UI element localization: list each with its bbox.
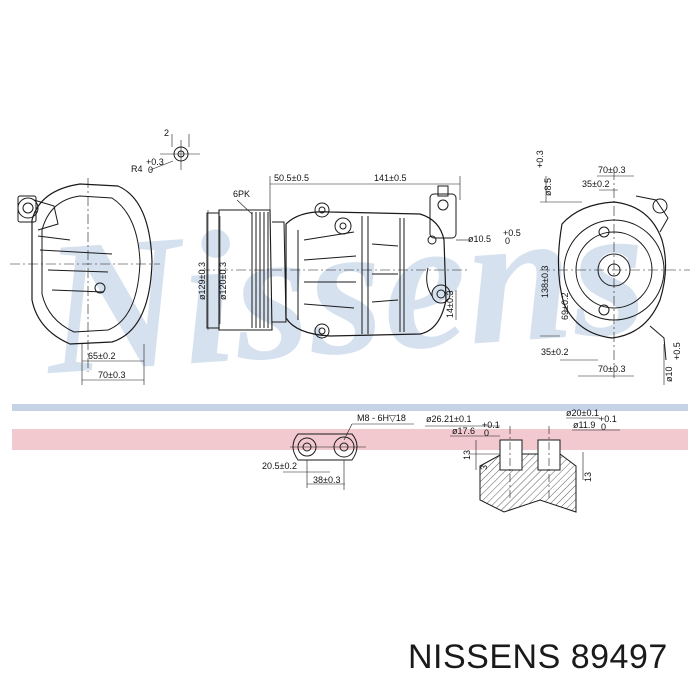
dim-br-3: 3 (479, 465, 489, 470)
dim-br-17-6: ø17.6 (452, 426, 475, 436)
right-side-view (540, 170, 690, 385)
dim-br-13-b: 13 (583, 472, 593, 482)
dim-left-70: 70±0.3 (98, 370, 125, 380)
dim-right-8-5: ø8.5 (543, 178, 553, 196)
dimension-labels: 2 R4 +0.3 0 65±0.2 70±0.3 6PK 50.5±0.5 1… (88, 128, 682, 485)
dim-right-35-bottom: 35±0.2 (541, 347, 568, 357)
dim-br-17-6-tol-dn: 0 (484, 428, 489, 438)
dim-bl-m8: M8 - 6H▽18 (357, 413, 406, 423)
dim-front-120: ø120±0.3 (218, 262, 228, 300)
dim-top-2: 2 (164, 128, 169, 138)
dim-front-50-5: 50.5±0.5 (274, 173, 309, 183)
dim-left-65: 65±0.2 (88, 351, 115, 361)
dim-br-11-9-tol-up: +0.1 (599, 414, 617, 424)
left-side-view (10, 178, 160, 385)
dim-front-14: 14±0.3 (445, 291, 455, 318)
dim-front-141: 141±0.5 (374, 173, 406, 183)
dim-right-138: 138±0.3 (540, 266, 550, 298)
dim-top-r4-tol-dn: 0 (148, 165, 153, 175)
brand-name: NISSENS (408, 638, 561, 676)
dim-top-r4-tol-up: +0.3 (146, 157, 164, 167)
dim-br-11-9: ø11.9 (573, 420, 595, 430)
dim-front-10-5: ø10.5 (468, 234, 491, 244)
section-detail (425, 417, 620, 513)
dim-front-10-5-tol-dn: 0 (505, 236, 510, 246)
dim-br-11-9-tol-dn: 0 (601, 422, 606, 432)
dim-br-17-6-tol-up: +0.1 (482, 420, 500, 430)
dim-right-69: 69±0.2 (560, 293, 570, 320)
dim-right-70-bottom: 70±0.3 (598, 364, 625, 374)
dim-br-13-a: 13 (462, 450, 472, 460)
dim-front-6pk: 6PK (233, 189, 250, 199)
dim-right-35-top: 35±0.2 (582, 179, 609, 189)
dim-right-10: ø10 (664, 366, 674, 382)
front-view (200, 176, 470, 339)
top-fitting-detail (149, 134, 200, 171)
dim-right-70-top: 70±0.3 (598, 165, 625, 175)
dim-right-8-5-tol: +0.3 (535, 150, 545, 168)
dim-br-26-21: ø26.21±0.1 (426, 414, 471, 424)
part-caption: NISSENS 89497 (408, 638, 696, 677)
flange-detail (283, 423, 414, 490)
dim-bl-20-5: 20.5±0.2 (262, 461, 297, 471)
dim-front-10-5-tol-up: +0.5 (503, 228, 521, 238)
dim-br-20: ø20±0.1 (566, 408, 599, 418)
band-blue (12, 404, 688, 411)
dim-top-r4: R4 (131, 164, 143, 174)
dim-front-129: ø129±0.3 (197, 262, 207, 300)
dim-bl-38: 38±0.3 (313, 475, 340, 485)
dim-right-10-tol: +0.5 (672, 342, 682, 360)
part-number: 89497 (570, 638, 668, 676)
